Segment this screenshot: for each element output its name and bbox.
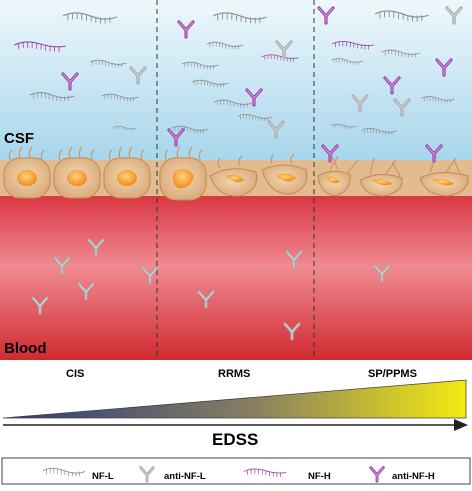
legend-label-nf-l: NF-L bbox=[92, 471, 114, 482]
cell-barrier-layer bbox=[0, 146, 472, 201]
intact-cell bbox=[103, 157, 151, 199]
blood-region bbox=[0, 190, 472, 360]
edss-scale bbox=[2, 379, 468, 431]
stage-label-sp-ppms: SP/PPMS bbox=[368, 368, 417, 380]
degraded-cell bbox=[317, 170, 351, 197]
edss-axis-label: EDSS bbox=[212, 430, 259, 449]
degraded-cell bbox=[419, 172, 469, 197]
damaged-cell bbox=[159, 157, 207, 201]
legend-label-anti-nf-h: anti-NF-H bbox=[392, 471, 435, 482]
intact-cell bbox=[3, 157, 51, 199]
stage-label-cis: CIS bbox=[66, 368, 85, 380]
stage-dividers bbox=[156, 0, 315, 360]
blood-label: Blood bbox=[4, 340, 47, 357]
legend-label-nf-h: NF-H bbox=[308, 471, 331, 482]
stage-label-rrms: RRMS bbox=[218, 368, 251, 380]
damaged-cell bbox=[209, 168, 258, 197]
intact-cell bbox=[53, 157, 101, 199]
damaged-cell bbox=[261, 164, 308, 195]
degraded-cell bbox=[359, 174, 403, 197]
csf-region bbox=[0, 0, 472, 160]
csf-label: CSF bbox=[4, 130, 34, 147]
legend-box bbox=[1, 457, 471, 485]
legend-label-anti-nf-l: anti-NF-L bbox=[164, 471, 206, 482]
